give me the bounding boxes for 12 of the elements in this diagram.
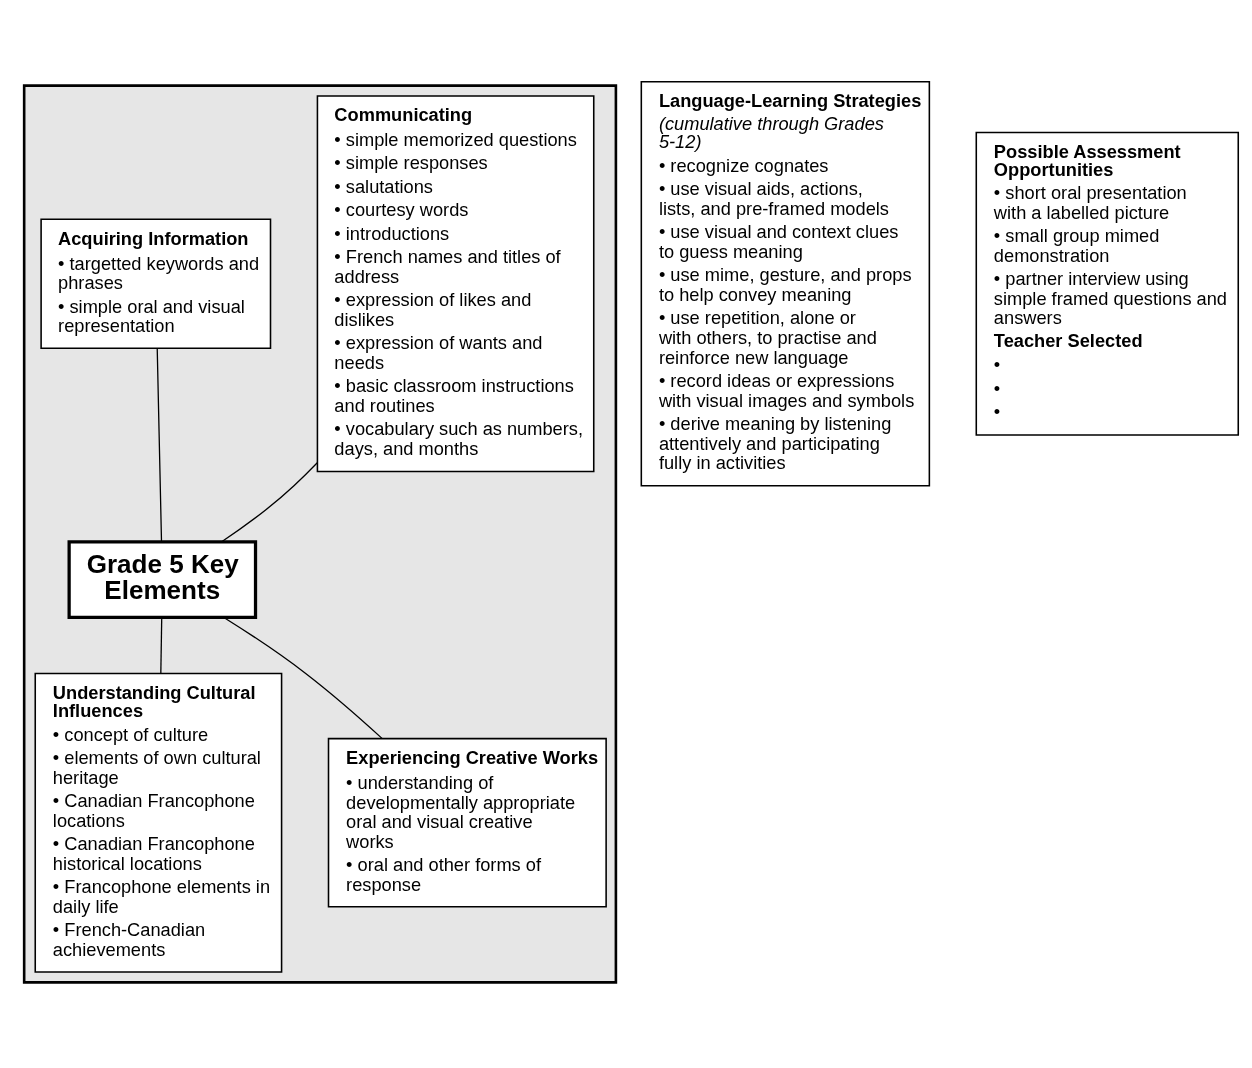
node-box: Possible Assessment Opportunities • short oral presentation with a labelled picture • small group mimed demonstration • partner interview using simple framed questions and answers Teacher Selected • • • [975,131,1240,436]
connector [223,616,383,740]
node-box: Experiencing Creative Works • understanding of developmentally appropriate oral and visual creative works • oral and other forms of response [327,737,607,908]
connector [160,616,163,674]
node-box: Grade 5 Key Elements [67,540,258,620]
node-box: Understanding Cultural Influences • concept of culture • elements of own cultural heritage • Canadian Francophone locations • Canadian Francophone historical locations • Francophone elements in daily life • French-Canadian achievements [34,672,283,973]
node-box: Acquiring Information • targetted keywords and phrases • simple oral and visual representation [40,218,272,350]
cluster [22,84,618,984]
node-box: Language-Learning Strategies (cumulative through Grades 5-12) • recognize cognates • use visual aids, actions, lists, and pre-framed models • use visual and context clues to guess meaning • use mime, gesture, and props to help convey meaning • use repetition, alone or with others, to practise and reinforce new language • record ideas or expressions with visual images and symbols • derive meaning by listening attentively and participating fully in activities [640,80,931,487]
connector [156,347,163,543]
connector [221,462,318,543]
node-box: Communicating • simple memorized questions • simple responses • salutations • courtesy words • introductions • French names and titles of address • expression of likes and dislikes • expression of wants and needs • basic classroom instructions and routines • vocabulary such as numbers, days, and months [316,95,595,473]
